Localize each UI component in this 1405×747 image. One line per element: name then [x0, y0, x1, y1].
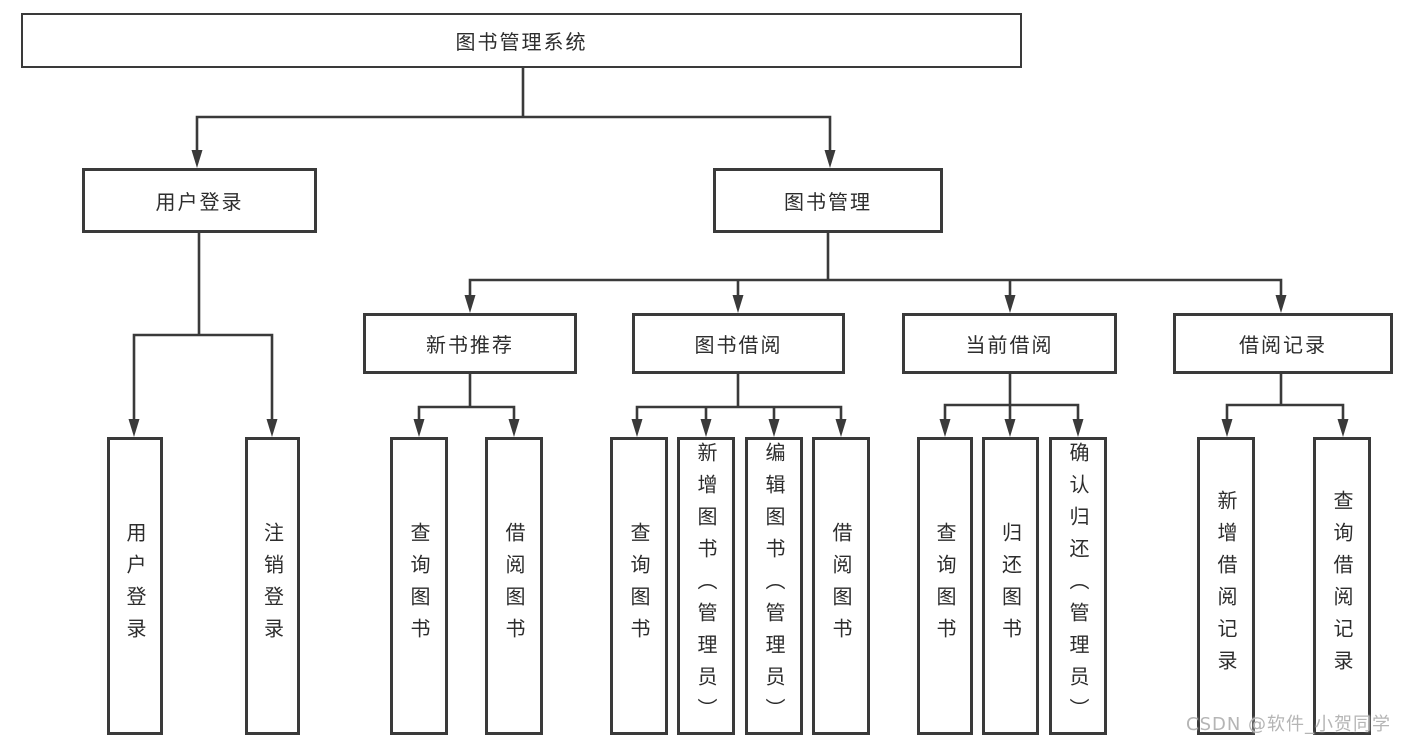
arrow-to-borrow-record-icon: [1275, 295, 1287, 313]
node-leaf-bb-query-label: 查询图书: [627, 522, 651, 650]
edge-bookmgmt-split: [468, 278, 1283, 297]
node-leaf-logout: 注销登录: [245, 437, 300, 735]
arrow-to-cb-return-icon: [1004, 419, 1016, 437]
node-leaf-logout-label: 注销登录: [260, 522, 285, 650]
node-new-book-rec-label: 新书推荐: [426, 333, 514, 357]
node-user-login-label: 用户登录: [155, 190, 244, 214]
node-leaf-bb-borrow: 借阅图书: [812, 437, 870, 735]
node-leaf-cb-query: 查询图书: [917, 437, 973, 735]
node-user-login: 用户登录: [82, 168, 317, 233]
node-leaf-bb-edit-label: 编辑图书（管理员）: [762, 442, 786, 730]
node-book-mgmt-label: 图书管理: [784, 190, 872, 214]
arrow-to-cb-query-icon: [939, 419, 951, 437]
edge-bookborrow-split: [635, 405, 843, 421]
node-leaf-cb-confirm: 确认归还（管理员）: [1049, 437, 1107, 735]
arrow-to-br-query-icon: [1337, 419, 1349, 437]
arrow-to-new-book-rec-icon: [464, 295, 476, 313]
node-leaf-br-query: 查询借阅记录: [1313, 437, 1371, 735]
arrow-to-user-login-icon: [191, 150, 203, 168]
node-current-borrow-label: 当前借阅: [965, 333, 1054, 357]
arrow-to-leaf-logout-icon: [266, 419, 278, 437]
node-leaf-nbr-query: 查询图书: [390, 437, 448, 735]
node-leaf-cb-confirm-label: 确认归还（管理员）: [1066, 442, 1090, 730]
node-leaf-cb-return: 归还图书: [982, 437, 1039, 735]
node-borrow-record-label: 借阅记录: [1239, 333, 1327, 357]
node-book-mgmt: 图书管理: [713, 168, 943, 233]
node-leaf-cb-return-label: 归还图书: [998, 522, 1023, 650]
node-current-borrow: 当前借阅: [902, 313, 1117, 374]
node-book-borrow: 图书借阅: [632, 313, 845, 374]
node-leaf-br-add-label: 新增借阅记录: [1214, 490, 1238, 682]
edge-userlogin-split: [132, 333, 274, 421]
node-leaf-bb-query: 查询图书: [610, 437, 668, 735]
node-leaf-br-query-label: 查询借阅记录: [1330, 490, 1354, 682]
node-leaf-bb-edit: 编辑图书（管理员）: [745, 437, 803, 735]
node-leaf-nbr-borrow: 借阅图书: [485, 437, 543, 735]
node-leaf-bb-borrow-label: 借阅图书: [829, 522, 853, 650]
arrow-to-book-borrow-icon: [732, 295, 744, 313]
node-root: 图书管理系统: [21, 13, 1022, 68]
edge-borrowrecord-split: [1225, 403, 1345, 421]
edge-root-split: [195, 115, 832, 152]
arrow-to-bb-add-icon: [700, 419, 712, 437]
node-leaf-bb-add: 新增图书（管理员）: [677, 437, 735, 735]
node-leaf-bb-add-label: 新增图书（管理员）: [694, 442, 718, 730]
node-new-book-rec: 新书推荐: [363, 313, 577, 374]
arrow-to-bb-borrow-icon: [835, 419, 847, 437]
arrow-to-bb-edit-icon: [768, 419, 780, 437]
node-leaf-nbr-borrow-label: 借阅图书: [502, 522, 526, 650]
node-leaf-cb-query-label: 查询图书: [933, 522, 957, 650]
node-borrow-record: 借阅记录: [1173, 313, 1393, 374]
node-leaf-nbr-query-label: 查询图书: [407, 522, 431, 650]
node-leaf-br-add: 新增借阅记录: [1197, 437, 1255, 735]
arrow-to-nbr-borrow-icon: [508, 419, 520, 437]
edge-newbook-split: [417, 405, 516, 421]
node-root-label: 图书管理系统: [455, 30, 588, 54]
arrow-to-current-borrow-icon: [1004, 295, 1016, 313]
node-leaf-user-login-label: 用户登录: [123, 522, 147, 650]
arrow-to-cb-confirm-icon: [1072, 419, 1084, 437]
arrow-to-book-mgmt-icon: [824, 150, 836, 168]
csdn-watermark: CSDN @软件_小贺同学: [1186, 714, 1392, 735]
arrow-to-nbr-query-icon: [413, 419, 425, 437]
edge-currentborrow-split: [943, 403, 1080, 421]
arrow-to-br-add-icon: [1221, 419, 1233, 437]
arrow-to-bb-query-icon: [631, 419, 643, 437]
arrowheads: [128, 150, 1349, 437]
arrow-to-leaf-user-login-icon: [128, 419, 140, 437]
node-leaf-user-login: 用户登录: [107, 437, 163, 735]
node-book-borrow-label: 图书借阅: [694, 333, 783, 357]
